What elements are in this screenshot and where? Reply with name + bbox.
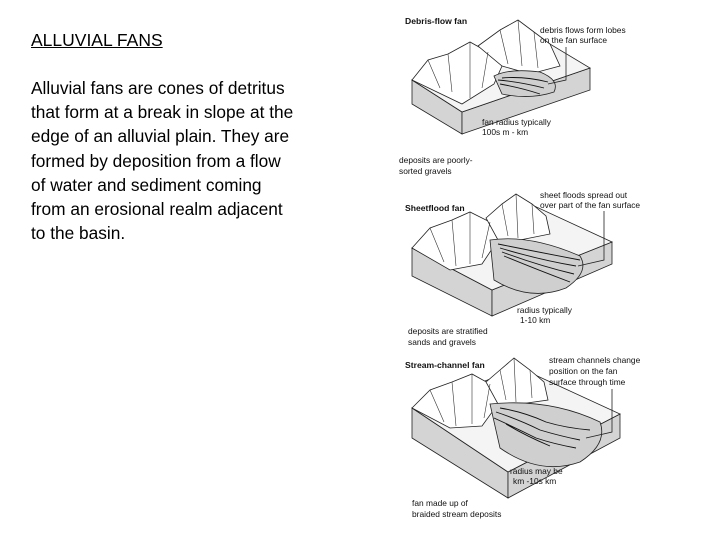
mountain-back — [485, 357, 549, 405]
panel-sheetflood-fan: Sheetflood fan sheet floods spread out o… — [405, 190, 640, 347]
radius-label: fan radius typically — [482, 117, 552, 127]
mountain-back — [477, 19, 561, 75]
deposit-label: deposits are poorly- — [399, 155, 473, 165]
body-line: formed by deposition from a flow — [31, 150, 281, 171]
callout-label: sheet floods spread out — [540, 190, 628, 200]
radius-label: radius may be — [510, 466, 563, 476]
deposit-label: fan made up of — [412, 498, 469, 508]
callout-leader — [547, 47, 567, 85]
alluvial-fan-figure: Debris-flow fan debris flows form lobes … — [390, 8, 690, 528]
callout-leader — [585, 389, 613, 439]
callout-label: over part of the fan surface — [540, 200, 640, 210]
mountain-ridges — [427, 19, 539, 98]
callout-label: on the fan surface — [540, 35, 607, 45]
deposit-label: sorted gravels — [399, 166, 452, 176]
callout-leader — [577, 211, 605, 267]
mountain-ridges — [429, 193, 535, 267]
fan-diagrams-svg: Debris-flow fan debris flows form lobes … — [399, 16, 641, 519]
radius-label: radius typically — [517, 305, 573, 315]
panel-title: Debris-flow fan — [405, 16, 467, 26]
deposit-label: deposits are stratified — [408, 326, 488, 336]
braided-channels — [493, 407, 591, 449]
panel-stream-channel-fan: Stream-channel fan stream channels chang… — [405, 355, 641, 519]
radius-label: 100s m - km — [482, 127, 528, 137]
body-line: from an erosional realm adjacent — [31, 199, 283, 220]
mountain-ridges — [429, 357, 533, 427]
body-line: edge of an alluvial plain. They are — [31, 126, 290, 147]
deposit-label: braided stream deposits — [412, 509, 501, 519]
body-line: Alluvial fans are cones of detritus — [31, 78, 285, 98]
callout-label: debris flows form lobes — [540, 25, 626, 35]
slide-body: Alluvial fans are cones of detritus that… — [31, 76, 351, 245]
slide-title: ALLUVIAL FANS — [31, 30, 163, 50]
radius-label: km -10s km — [513, 476, 556, 486]
panel-debris-flow-fan: Debris-flow fan debris flows form lobes … — [399, 16, 626, 176]
body-line: that form at a break in slope at the — [31, 102, 294, 123]
callout-label: surface through time — [549, 377, 626, 387]
callout-label: position on the fan — [549, 366, 618, 376]
radius-label: 1-10 km — [520, 315, 550, 325]
debris-lobes — [497, 77, 549, 95]
deposit-label: sands and gravels — [408, 337, 476, 347]
fan-surface — [489, 402, 603, 468]
sheetflood-lines — [497, 243, 581, 283]
panel-title: Sheetflood fan — [405, 203, 465, 213]
body-line: of water and sediment coming — [31, 174, 262, 195]
fan-surface — [489, 238, 584, 294]
callout-label: stream channels change — [549, 355, 641, 365]
body-line: to the basin. — [31, 223, 126, 244]
panel-title: Stream-channel fan — [405, 360, 485, 370]
